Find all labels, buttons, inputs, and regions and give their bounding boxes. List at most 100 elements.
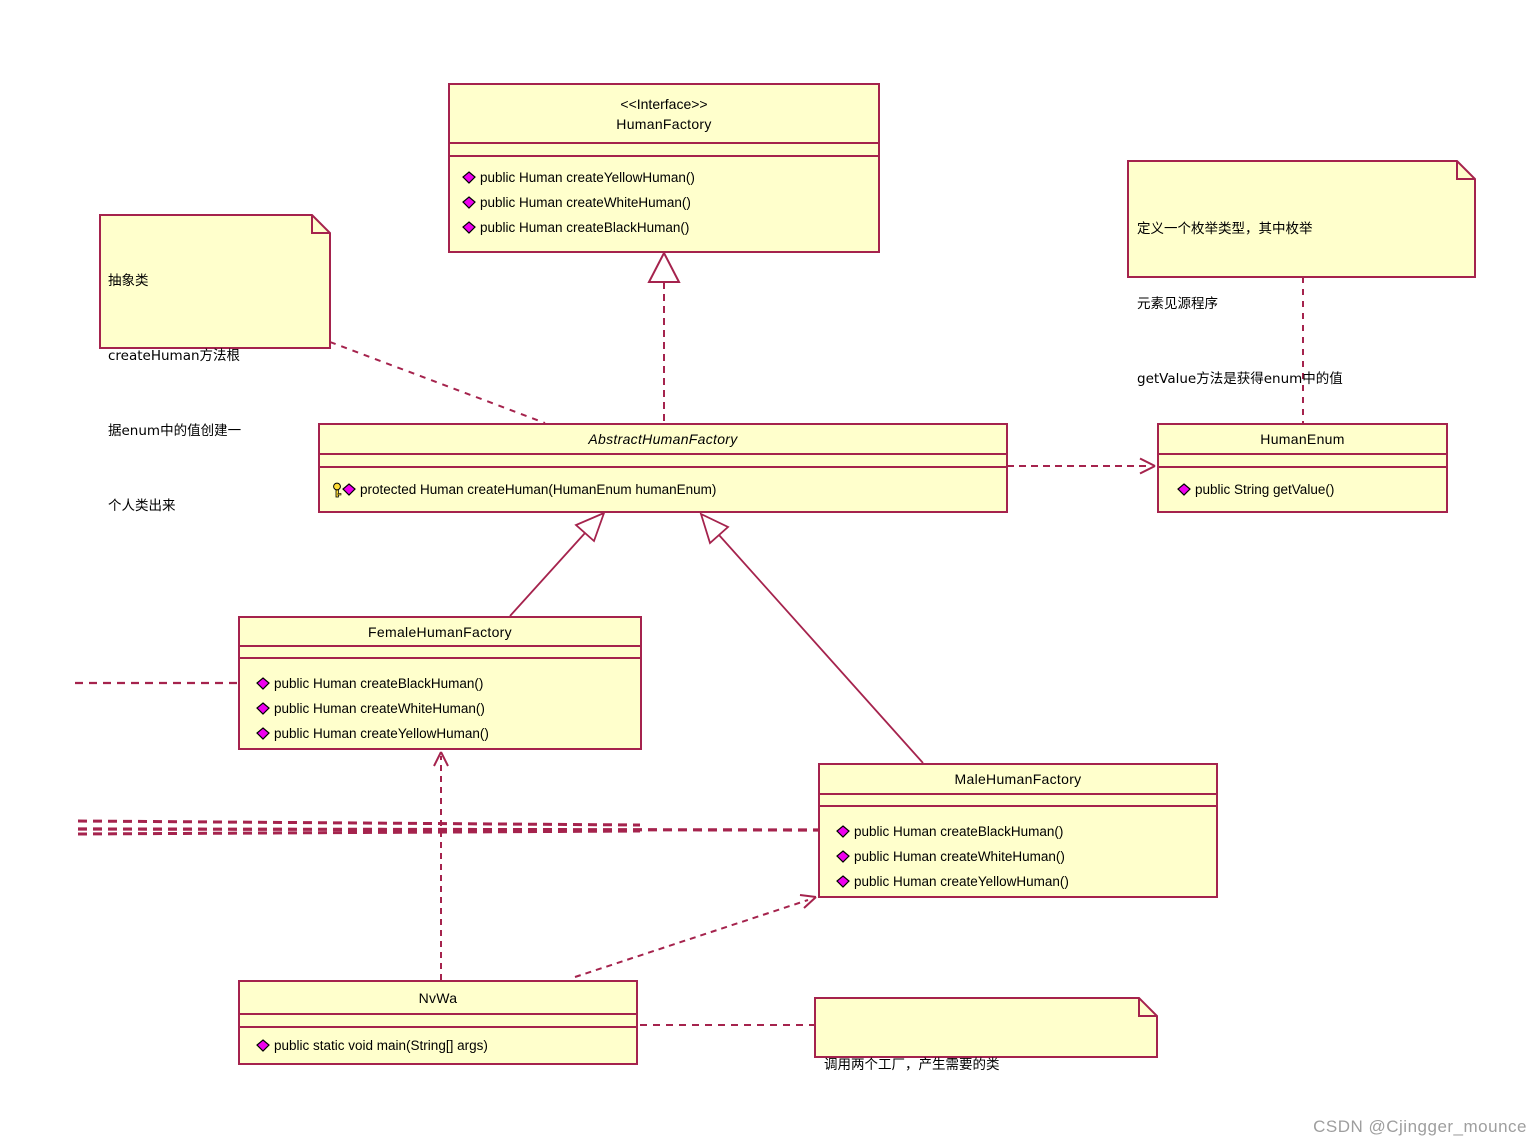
class-name: FemaleHumanFactory — [368, 623, 512, 640]
methods-compartment: public Human createBlackHuman() public H… — [240, 659, 640, 748]
public-method-icon — [256, 677, 270, 690]
method-label: public Human createYellowHuman() — [854, 874, 1069, 889]
attributes-compartment — [240, 1015, 636, 1028]
open-arrowhead-icon — [799, 894, 817, 909]
class-name: HumanEnum — [1260, 431, 1345, 447]
watermark: CSDN @Cjingger_mounce — [1313, 1117, 1527, 1136]
method-label: public Human createBlackHuman() — [274, 676, 484, 691]
method-row: public Human createBlackHuman() — [836, 819, 1210, 844]
class-title: <<Interface>> HumanFactory — [450, 85, 878, 144]
note-line: 调用两个工厂，产生需要的类 — [824, 1057, 1000, 1073]
attributes-compartment — [1159, 455, 1446, 468]
class-box-humanfactory: <<Interface>> HumanFactory public Human … — [448, 83, 880, 253]
class-title: FemaleHumanFactory — [240, 618, 640, 648]
method-row: public static void main(String[] args) — [256, 1033, 630, 1058]
method-row: public Human createWhiteHuman() — [256, 696, 634, 721]
hollow-triangle-arrow-icon — [699, 512, 730, 545]
method-label: public Human createYellowHuman() — [480, 170, 695, 185]
note-usage-text: 调用两个工厂，产生需要的类 — [824, 1003, 1144, 1128]
method-label: public static void main(String[] args) — [274, 1038, 488, 1053]
dependency-line-nvwa-to-male — [574, 899, 809, 978]
public-method-icon — [836, 850, 850, 863]
cropped-dashed-link-male-1 — [77, 819, 641, 827]
public-method-icon — [462, 196, 476, 209]
note-line: getValue方法是获得enum中的值 — [1137, 371, 1343, 387]
hollow-triangle-arrow-icon — [574, 511, 606, 543]
class-title: MaleHumanFactory — [820, 765, 1216, 795]
methods-compartment: protected Human createHuman(HumanEnum hu… — [320, 468, 1006, 511]
public-method-icon — [836, 875, 850, 888]
method-row: protected Human createHuman(HumanEnum hu… — [332, 477, 1000, 502]
stereotype-label: <<Interface>> — [620, 95, 708, 112]
note-shape-abstract — [99, 214, 331, 349]
public-method-icon — [256, 727, 270, 740]
methods-compartment: public static void main(String[] args) — [240, 1028, 636, 1063]
method-label: public String getValue() — [1195, 482, 1335, 497]
public-method-icon — [1177, 483, 1191, 496]
generalization-line-female — [509, 532, 586, 617]
attributes-compartment — [240, 647, 640, 659]
note-line: 据enum中的值创建一 — [108, 423, 242, 439]
note-line: createHuman方法根 — [108, 348, 241, 364]
class-box-humanenum: HumanEnum public String getValue() — [1157, 423, 1448, 513]
method-label: public Human createYellowHuman() — [274, 726, 489, 741]
method-label: public Human createBlackHuman() — [480, 220, 690, 235]
note-shape-enum — [1127, 160, 1476, 278]
note-line: 个人类出来 — [108, 498, 176, 514]
open-arrowhead-icon — [1139, 457, 1156, 475]
hollow-triangle-arrow-icon — [647, 250, 681, 283]
class-box-malehumanfactory: MaleHumanFactory public Human createBlac… — [818, 763, 1218, 898]
method-label: protected Human createHuman(HumanEnum hu… — [360, 482, 717, 497]
method-row: public Human createYellowHuman() — [462, 165, 872, 190]
generalization-line-male — [718, 534, 924, 764]
attributes-compartment — [450, 144, 878, 157]
method-label: public Human createWhiteHuman() — [274, 701, 485, 716]
class-name: HumanFactory — [616, 115, 712, 132]
class-box-femalehumanfactory: FemaleHumanFactory public Human createBl… — [238, 616, 642, 750]
method-row: public Human createBlackHuman() — [462, 215, 872, 240]
public-method-icon — [462, 171, 476, 184]
methods-compartment: public String getValue() — [1159, 468, 1446, 511]
public-method-icon — [462, 221, 476, 234]
cropped-dashed-link-male-2 — [77, 827, 819, 832]
note-line: 元素见源程序 — [1137, 296, 1218, 312]
methods-compartment: public Human createYellowHuman() public … — [450, 157, 878, 251]
public-method-icon — [342, 483, 356, 496]
protected-key-icon — [333, 482, 342, 497]
class-name: MaleHumanFactory — [954, 770, 1082, 787]
method-row: public Human createBlackHuman() — [256, 671, 634, 696]
class-box-nvwa: NvWa public static void main(String[] ar… — [238, 980, 638, 1065]
public-method-icon — [256, 1039, 270, 1052]
class-box-abstracthumanfactory: AbstractHumanFactory protected Human cre… — [318, 423, 1008, 513]
public-method-icon — [836, 825, 850, 838]
class-title: HumanEnum — [1159, 425, 1446, 455]
attributes-compartment — [320, 455, 1006, 468]
note-abstract-text: 抽象类 createHuman方法根 据enum中的值创建一 个人类出来 — [108, 219, 323, 569]
method-row: public Human createWhiteHuman() — [462, 190, 872, 215]
method-row: public Human createYellowHuman() — [836, 869, 1210, 894]
note-line: 定义一个枚举类型，其中枚举 — [1137, 221, 1313, 237]
note-enum-text: 定义一个枚举类型，其中枚举 元素见源程序 getValue方法是获得enum中的… — [1137, 167, 1467, 442]
method-row: public Human createWhiteHuman() — [836, 844, 1210, 869]
open-arrowhead-icon — [433, 751, 449, 767]
cropped-dashed-link-male-3 — [77, 829, 641, 836]
note-fold-icon — [1456, 161, 1475, 180]
method-row: public String getValue() — [1177, 477, 1440, 502]
method-row: public Human createYellowHuman() — [256, 721, 634, 746]
public-method-icon — [256, 702, 270, 715]
method-label: public Human createBlackHuman() — [854, 824, 1064, 839]
note-anchor-abstract-note — [329, 341, 546, 424]
class-name: AbstractHumanFactory — [588, 431, 738, 447]
note-shape-usage — [814, 997, 1158, 1058]
attributes-compartment — [820, 795, 1216, 807]
note-fold-icon — [311, 215, 330, 234]
class-name: NvWa — [418, 989, 458, 1006]
note-line: 抽象类 — [108, 273, 149, 289]
method-label: public Human createWhiteHuman() — [480, 195, 691, 210]
class-title: NvWa — [240, 982, 636, 1015]
note-fold-icon — [1138, 998, 1157, 1017]
methods-compartment: public Human createBlackHuman() public H… — [820, 807, 1216, 896]
method-label: public Human createWhiteHuman() — [854, 849, 1065, 864]
